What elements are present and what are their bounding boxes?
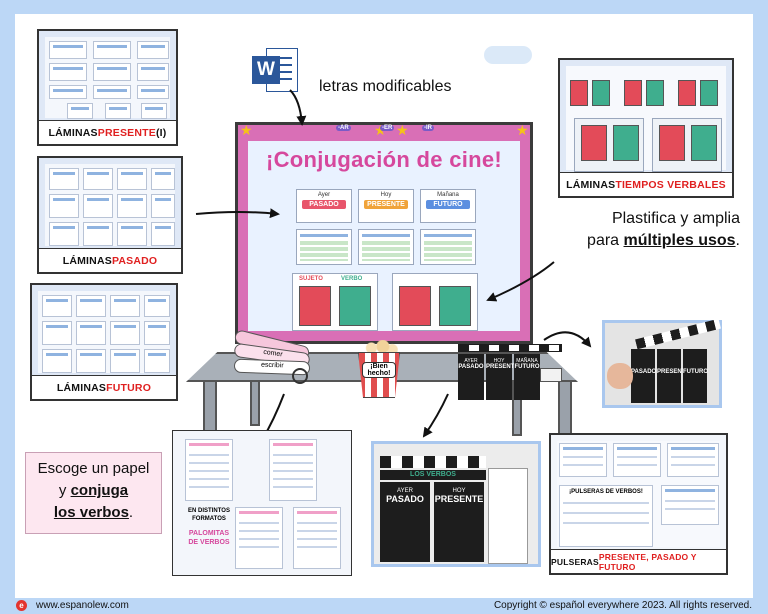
- cloud-decoration: [484, 46, 532, 64]
- arrow-plastifica-to-board: [486, 261, 555, 302]
- sheet-tiempos-verbales: LÁMINAS TIEMPOS VERBALES: [558, 58, 734, 198]
- footer-copyright: Copyright © español everywhere 2023. All…: [493, 600, 752, 611]
- arrow-word-to-board: [289, 89, 307, 126]
- clapper-photo: PASADO PRESENTE FUTURO: [602, 318, 722, 408]
- conjugation-board: ¡Conjugación de cine! Ayer PASADO Hoy PR…: [235, 122, 533, 344]
- sujeto-verbo-box: SUJETO VERBO: [292, 273, 378, 331]
- sheet-preview: [45, 164, 175, 246]
- arrow-pasado-to-board: [195, 208, 280, 219]
- clapper-detail-photo: LOS VERBOS AYER PASADO HOY PRESENTE: [371, 441, 541, 567]
- badge-er: -ER: [380, 125, 395, 131]
- conjugation-table: [296, 229, 352, 265]
- board-title: ¡Conjugación de cine!: [265, 147, 503, 172]
- hand: [607, 363, 633, 389]
- clapper-set: AYER PASADO HOY PRESENTE MAÑANA FUTURO: [458, 344, 562, 402]
- footer-site[interactable]: www.espanolew.com: [36, 600, 129, 611]
- star-icon: ★: [516, 122, 529, 138]
- verb-fan: comer escribir: [230, 329, 316, 390]
- sheet-preview: ¡PULSERAS DE VERBOS!: [557, 441, 720, 547]
- sheet-caption: LÁMINAS FUTURO: [32, 375, 176, 399]
- conjugation-table: [420, 229, 476, 265]
- arrow-clapper-to-photo: [543, 331, 592, 348]
- sujeto-verbo-box: [392, 273, 478, 331]
- sheet-caption: LÁMINAS PRESENTE (I): [39, 120, 176, 144]
- star-icon: ★: [396, 122, 409, 138]
- word-label: letras modificables: [319, 78, 452, 95]
- table-leg: [250, 380, 260, 426]
- plastifica-text: Plastifica y amplia para múltiples usos.: [587, 210, 740, 249]
- tense-card-pasado: Ayer PASADO: [296, 189, 352, 223]
- star-icon: ★: [240, 122, 253, 138]
- badge-ir: -IR: [422, 125, 434, 131]
- board-inner: ¡Conjugación de cine! Ayer PASADO Hoy PR…: [248, 141, 520, 331]
- sheet-presente: LÁMINAS PRESENTE (I): [37, 29, 178, 146]
- sheet-preview: [45, 37, 170, 119]
- sheet-caption: PULSERAS PRESENTE, PASADO Y FUTURO: [551, 549, 726, 573]
- badge-ar: -AR: [336, 125, 351, 131]
- sheet-futuro: LÁMINAS FUTURO: [30, 283, 178, 401]
- conjugation-table: [358, 229, 414, 265]
- tense-card-presente: Hoy PRESENTE: [358, 189, 414, 223]
- tense-card-futuro: Mañana FUTURO: [420, 189, 476, 223]
- popcorn-bucket: ¡Bien hecho!: [356, 340, 402, 400]
- sheet-caption: LÁMINAS TIEMPOS VERBALES: [560, 172, 732, 196]
- sheet-preview: [566, 66, 726, 172]
- sheet-pasado: LÁMINAS PASADO: [37, 156, 183, 274]
- escoge-box: Escoge un papel y conjuga los verbos.: [25, 452, 162, 534]
- word-icon: W: [252, 48, 298, 92]
- ring: [292, 368, 308, 384]
- sheet-preview: [38, 291, 170, 373]
- site-logo-icon: e: [16, 600, 27, 611]
- sheet-caption: LÁMINAS PASADO: [39, 248, 181, 272]
- arrow-clapper-to-detail: [422, 393, 449, 438]
- sheet-pulseras: ¡PULSERAS DE VERBOS! PULSERAS PRESENTE, …: [549, 433, 728, 575]
